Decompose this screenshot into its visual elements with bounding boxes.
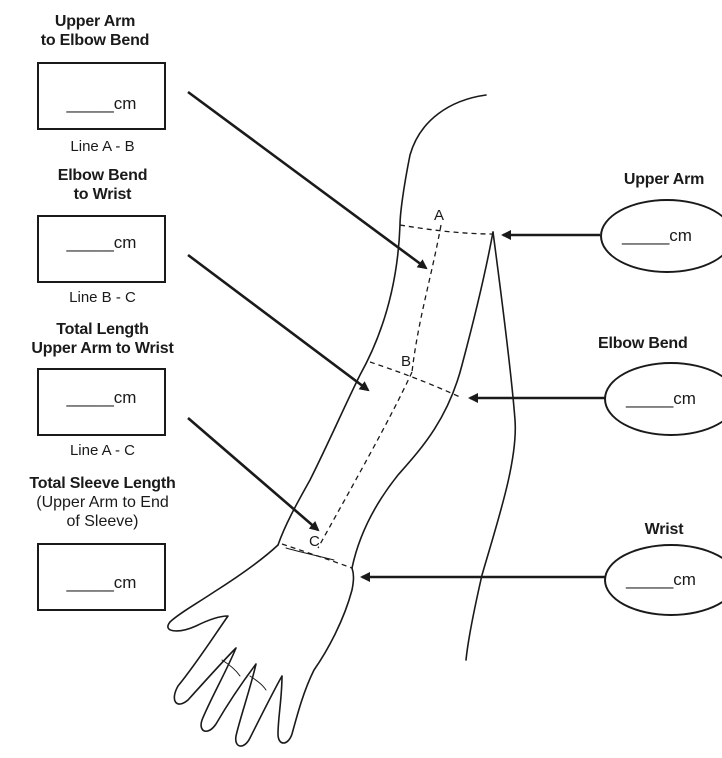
left-arrows (188, 92, 426, 530)
field-text: _____cm (67, 573, 137, 593)
wrist-title: Wrist (606, 520, 722, 539)
line-b-c-caption: Line B - C (0, 289, 205, 307)
field-text: _____cm (622, 226, 692, 246)
measure-lines (282, 225, 493, 568)
total-sleeve-title: Total Sleeve Length (0, 474, 205, 493)
torso-line (466, 232, 515, 660)
hand-outline (168, 545, 354, 746)
line-b-c (318, 372, 412, 548)
inner-arm-line (352, 232, 493, 568)
title-line: to Elbow Bend (0, 31, 190, 50)
total-length-field[interactable]: _____cm (37, 368, 166, 436)
upper-arm-title: Upper Arm (606, 170, 722, 189)
total-length-title: Total Length Upper Arm to Wrist (0, 320, 205, 358)
arrow-total-length (188, 418, 318, 530)
subtitle-line: (Upper Arm to End (0, 493, 205, 512)
field-text: _____cm (626, 389, 696, 409)
elbow-circ-line (370, 362, 462, 398)
subtitle-line: of Sleeve) (0, 512, 205, 531)
title-line: Total Length (0, 320, 205, 339)
upper-arm-circ-line (400, 225, 493, 234)
right-arrows (362, 235, 605, 577)
upper-to-elbow-field[interactable]: _____cm (37, 62, 166, 130)
line-a-b (412, 225, 441, 372)
elbow-to-wrist-field[interactable]: _____cm (37, 215, 166, 283)
knuckle-line-2 (250, 676, 266, 690)
title-line: Upper Arm to Wrist (0, 339, 205, 358)
line-a-b-caption: Line A - B (0, 138, 205, 156)
title-line: to Wrist (0, 185, 205, 204)
upper-to-elbow-title: Upper Arm to Elbow Bend (0, 12, 190, 50)
field-text: _____cm (67, 388, 137, 408)
line-a-c-caption: Line A - C (0, 442, 205, 460)
total-sleeve-subtitle: (Upper Arm to End of Sleeve) (0, 493, 205, 531)
elbow-to-wrist-title: Elbow Bend to Wrist (0, 166, 205, 204)
upper-arm-field[interactable]: _____cm (600, 199, 722, 273)
title-line: Elbow Bend (0, 166, 205, 185)
shoulder-curve (278, 95, 486, 545)
arrow-elbow-to-wrist (188, 255, 368, 390)
total-sleeve-field[interactable]: _____cm (37, 543, 166, 611)
arm-outline (168, 95, 515, 746)
point-b-label: B (401, 354, 411, 370)
field-text: _____cm (67, 94, 137, 114)
point-a-label: A (434, 208, 444, 224)
arrow-upper-to-elbow (188, 92, 426, 268)
title-line: Upper Arm (0, 12, 190, 31)
point-c-label: C (309, 534, 320, 550)
field-text: _____cm (67, 233, 137, 253)
elbow-bend-title: Elbow Bend (598, 334, 722, 353)
field-text: _____cm (626, 570, 696, 590)
